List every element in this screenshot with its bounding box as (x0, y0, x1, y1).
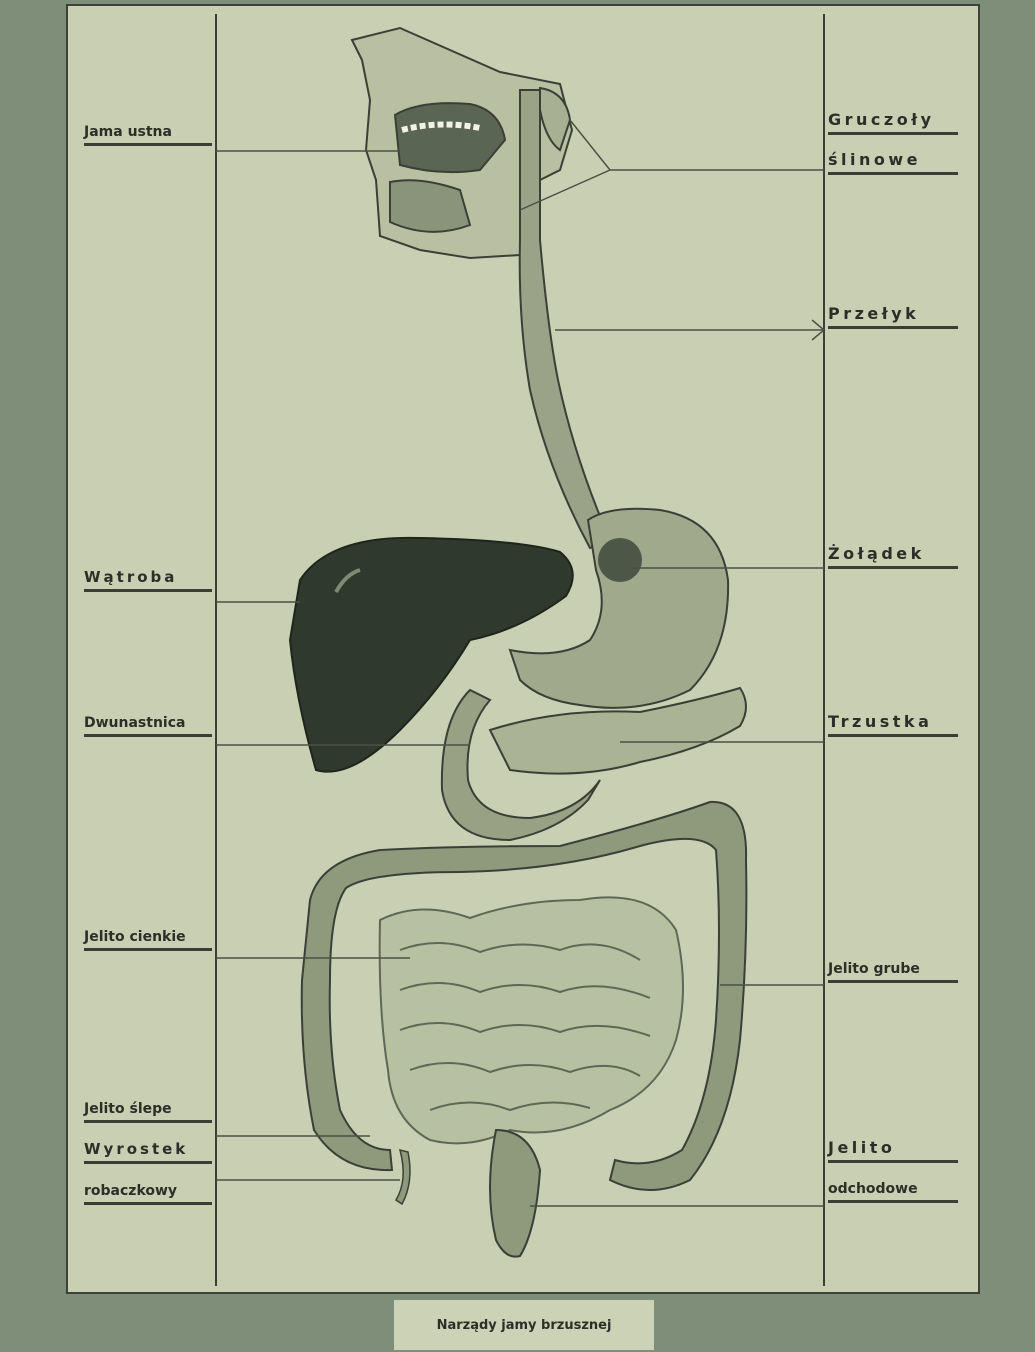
label-odchodowe: odchodowe (828, 1182, 958, 1203)
label-watroba: Wątroba (84, 570, 212, 592)
label-jelito: Jelito (828, 1140, 958, 1163)
label-jelito-slepe: Jelito ślepe (84, 1102, 212, 1123)
label-jelito-grube: Jelito grube (828, 962, 958, 983)
label-slinowe: ślinowe (828, 152, 958, 175)
label-przelyk: Przełyk (828, 306, 958, 329)
label-zoladek: Żołądek (828, 546, 958, 569)
esophagus (520, 90, 610, 548)
appendix (396, 1150, 410, 1204)
rectum (490, 1130, 540, 1257)
label-robaczkowy: robaczkowy (84, 1184, 212, 1205)
label-jama-ustna: Jama ustna (84, 125, 212, 146)
label-dwunastnica: Dwunastnica (84, 716, 212, 737)
label-jelito-cienkie: Jelito cienkie (84, 930, 212, 951)
small-intestine (380, 897, 683, 1143)
stomach-pylorus (598, 538, 642, 582)
label-wyrostek: Wyrostek (84, 1142, 212, 1164)
caption: Narządy jamy brzusznej (394, 1300, 654, 1350)
label-trzustka: Trzustka (828, 714, 958, 737)
label-gruczoly: Gruczoły (828, 112, 958, 135)
